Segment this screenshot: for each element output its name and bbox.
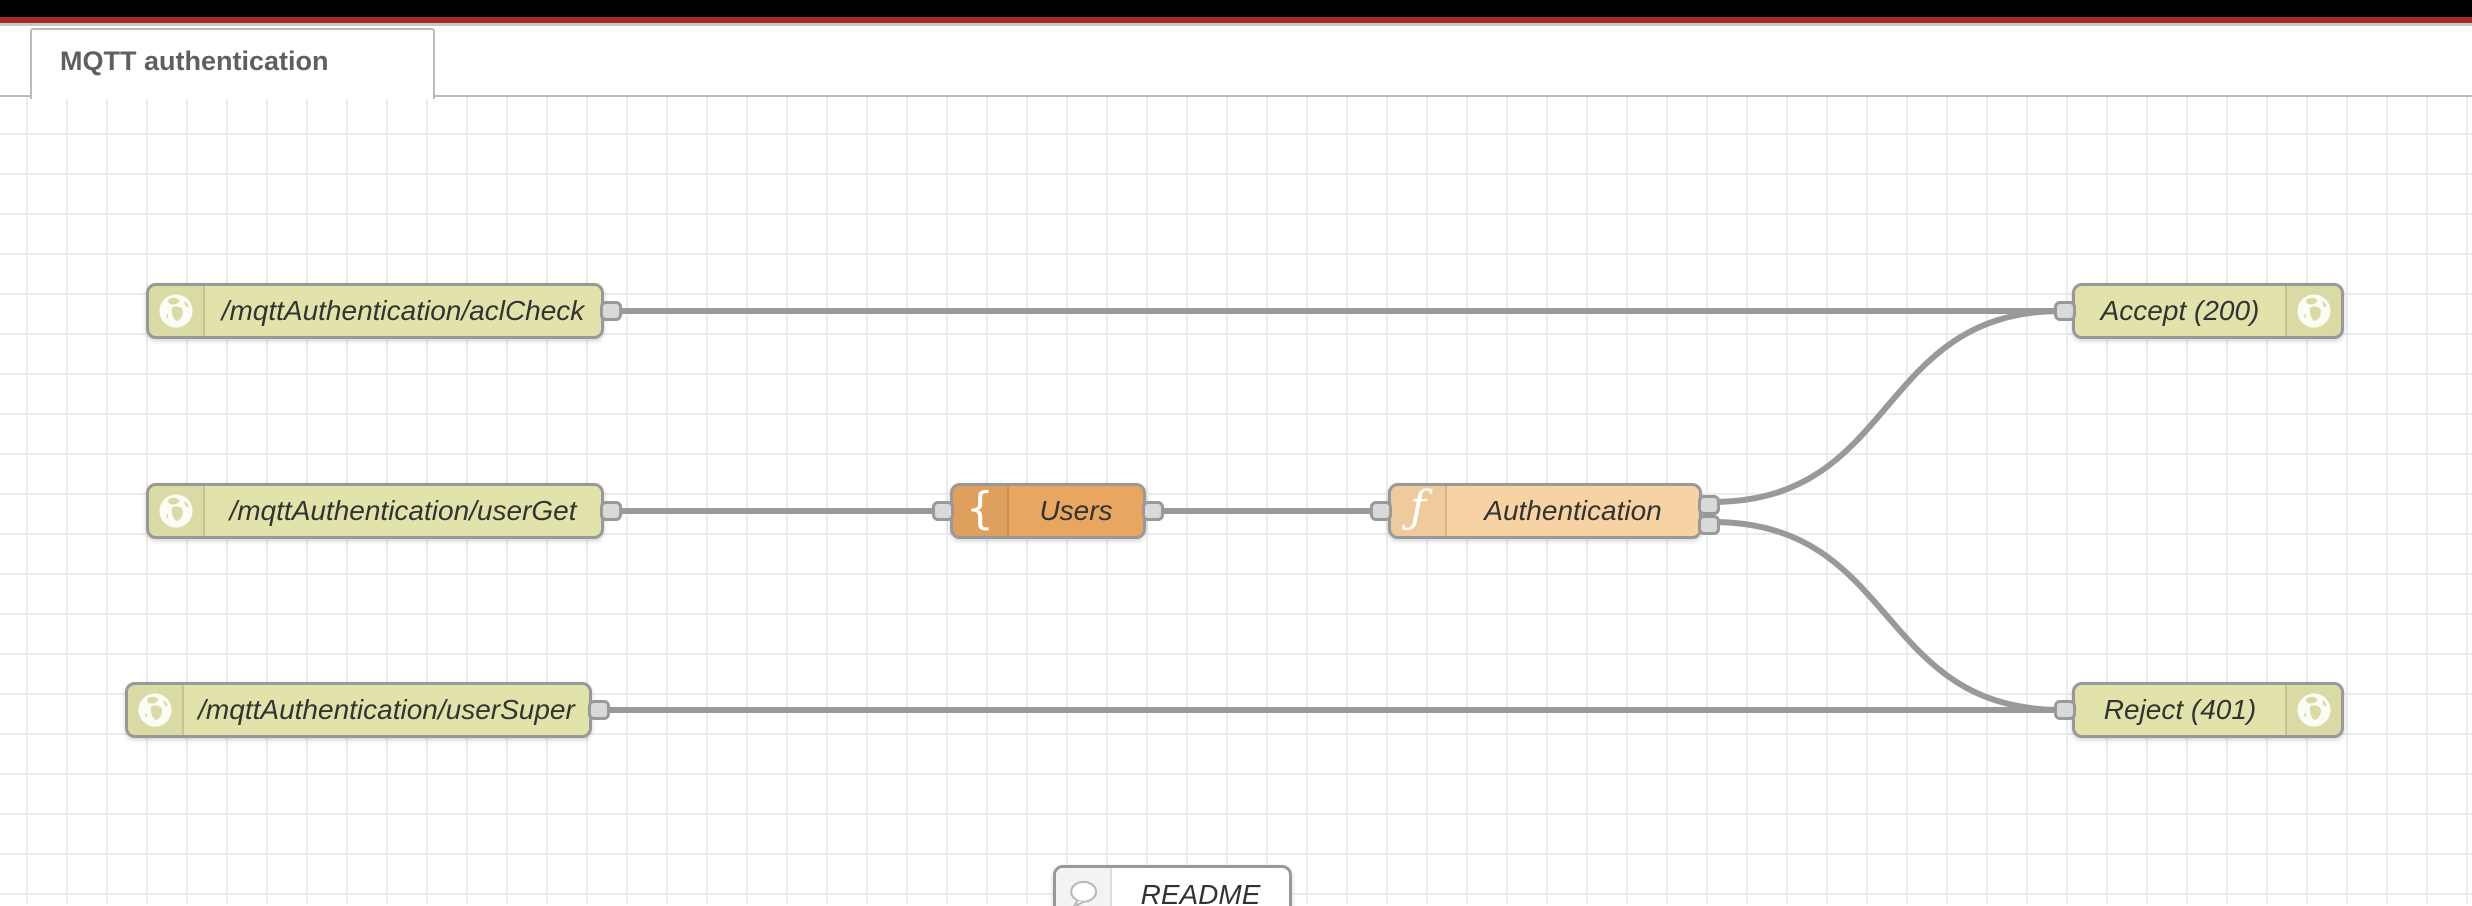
node-comment-readme[interactable]: README <box>1053 865 1292 906</box>
wire-auth-to-accept[interactable] <box>1711 308 2063 505</box>
curly-brace-icon: { <box>953 486 1009 536</box>
output-port[interactable] <box>588 700 610 720</box>
input-port[interactable] <box>2054 301 2076 321</box>
output-port-2[interactable] <box>1698 515 1720 535</box>
wire-auth-to-reject[interactable] <box>1711 519 2063 713</box>
node-label: Accept (200) <box>2100 295 2260 326</box>
header-accent-line <box>0 17 2472 23</box>
output-port[interactable] <box>600 501 622 521</box>
node-label: README <box>1140 879 1261 906</box>
globe-icon <box>2285 685 2341 735</box>
node-http-in-userget[interactable]: /mqttAuthentication/userGet <box>146 483 622 539</box>
node-label: /mqttAuthentication/userSuper <box>198 694 575 725</box>
globe-icon <box>149 486 205 536</box>
node-label: Reject (401) <box>2103 694 2257 725</box>
node-http-response-accept[interactable]: Accept (200) <box>2054 283 2344 339</box>
wire-layer <box>602 308 2063 713</box>
node-label: /mqttAuthentication/userGet <box>229 495 577 526</box>
globe-icon <box>149 286 205 336</box>
header-bar <box>0 0 2472 17</box>
tab-mqtt-authentication[interactable]: MQTT authentication <box>30 28 435 99</box>
tab-label: MQTT authentication <box>60 46 329 76</box>
function-f-icon: ƒ <box>1391 486 1447 536</box>
node-template-users[interactable]: { Users <box>932 483 1164 539</box>
node-label: /mqttAuthentication/aclCheck <box>221 295 585 326</box>
node-label: Users <box>1039 495 1113 526</box>
output-port[interactable] <box>600 301 622 321</box>
flow-canvas[interactable]: /mqttAuthentication/aclCheck /mqttAuthen… <box>0 97 2472 906</box>
input-port[interactable] <box>2054 700 2076 720</box>
output-port-1[interactable] <box>1698 495 1720 515</box>
node-label: Authentication <box>1484 495 1662 526</box>
workspace-tab-bar: MQTT authentication <box>0 26 2472 99</box>
output-port[interactable] <box>1142 501 1164 521</box>
input-port[interactable] <box>932 501 954 521</box>
input-port[interactable] <box>1370 501 1392 521</box>
globe-icon <box>2285 286 2341 336</box>
node-http-response-reject[interactable]: Reject (401) <box>2054 682 2344 738</box>
globe-icon <box>128 685 184 735</box>
node-function-authentication[interactable]: ƒ Authentication <box>1370 483 1720 539</box>
node-http-in-usersuper[interactable]: /mqttAuthentication/userSuper <box>125 682 610 738</box>
speech-bubble-icon <box>1056 868 1112 906</box>
header-divider <box>0 23 2472 26</box>
node-http-in-aclcheck[interactable]: /mqttAuthentication/aclCheck <box>146 283 622 339</box>
